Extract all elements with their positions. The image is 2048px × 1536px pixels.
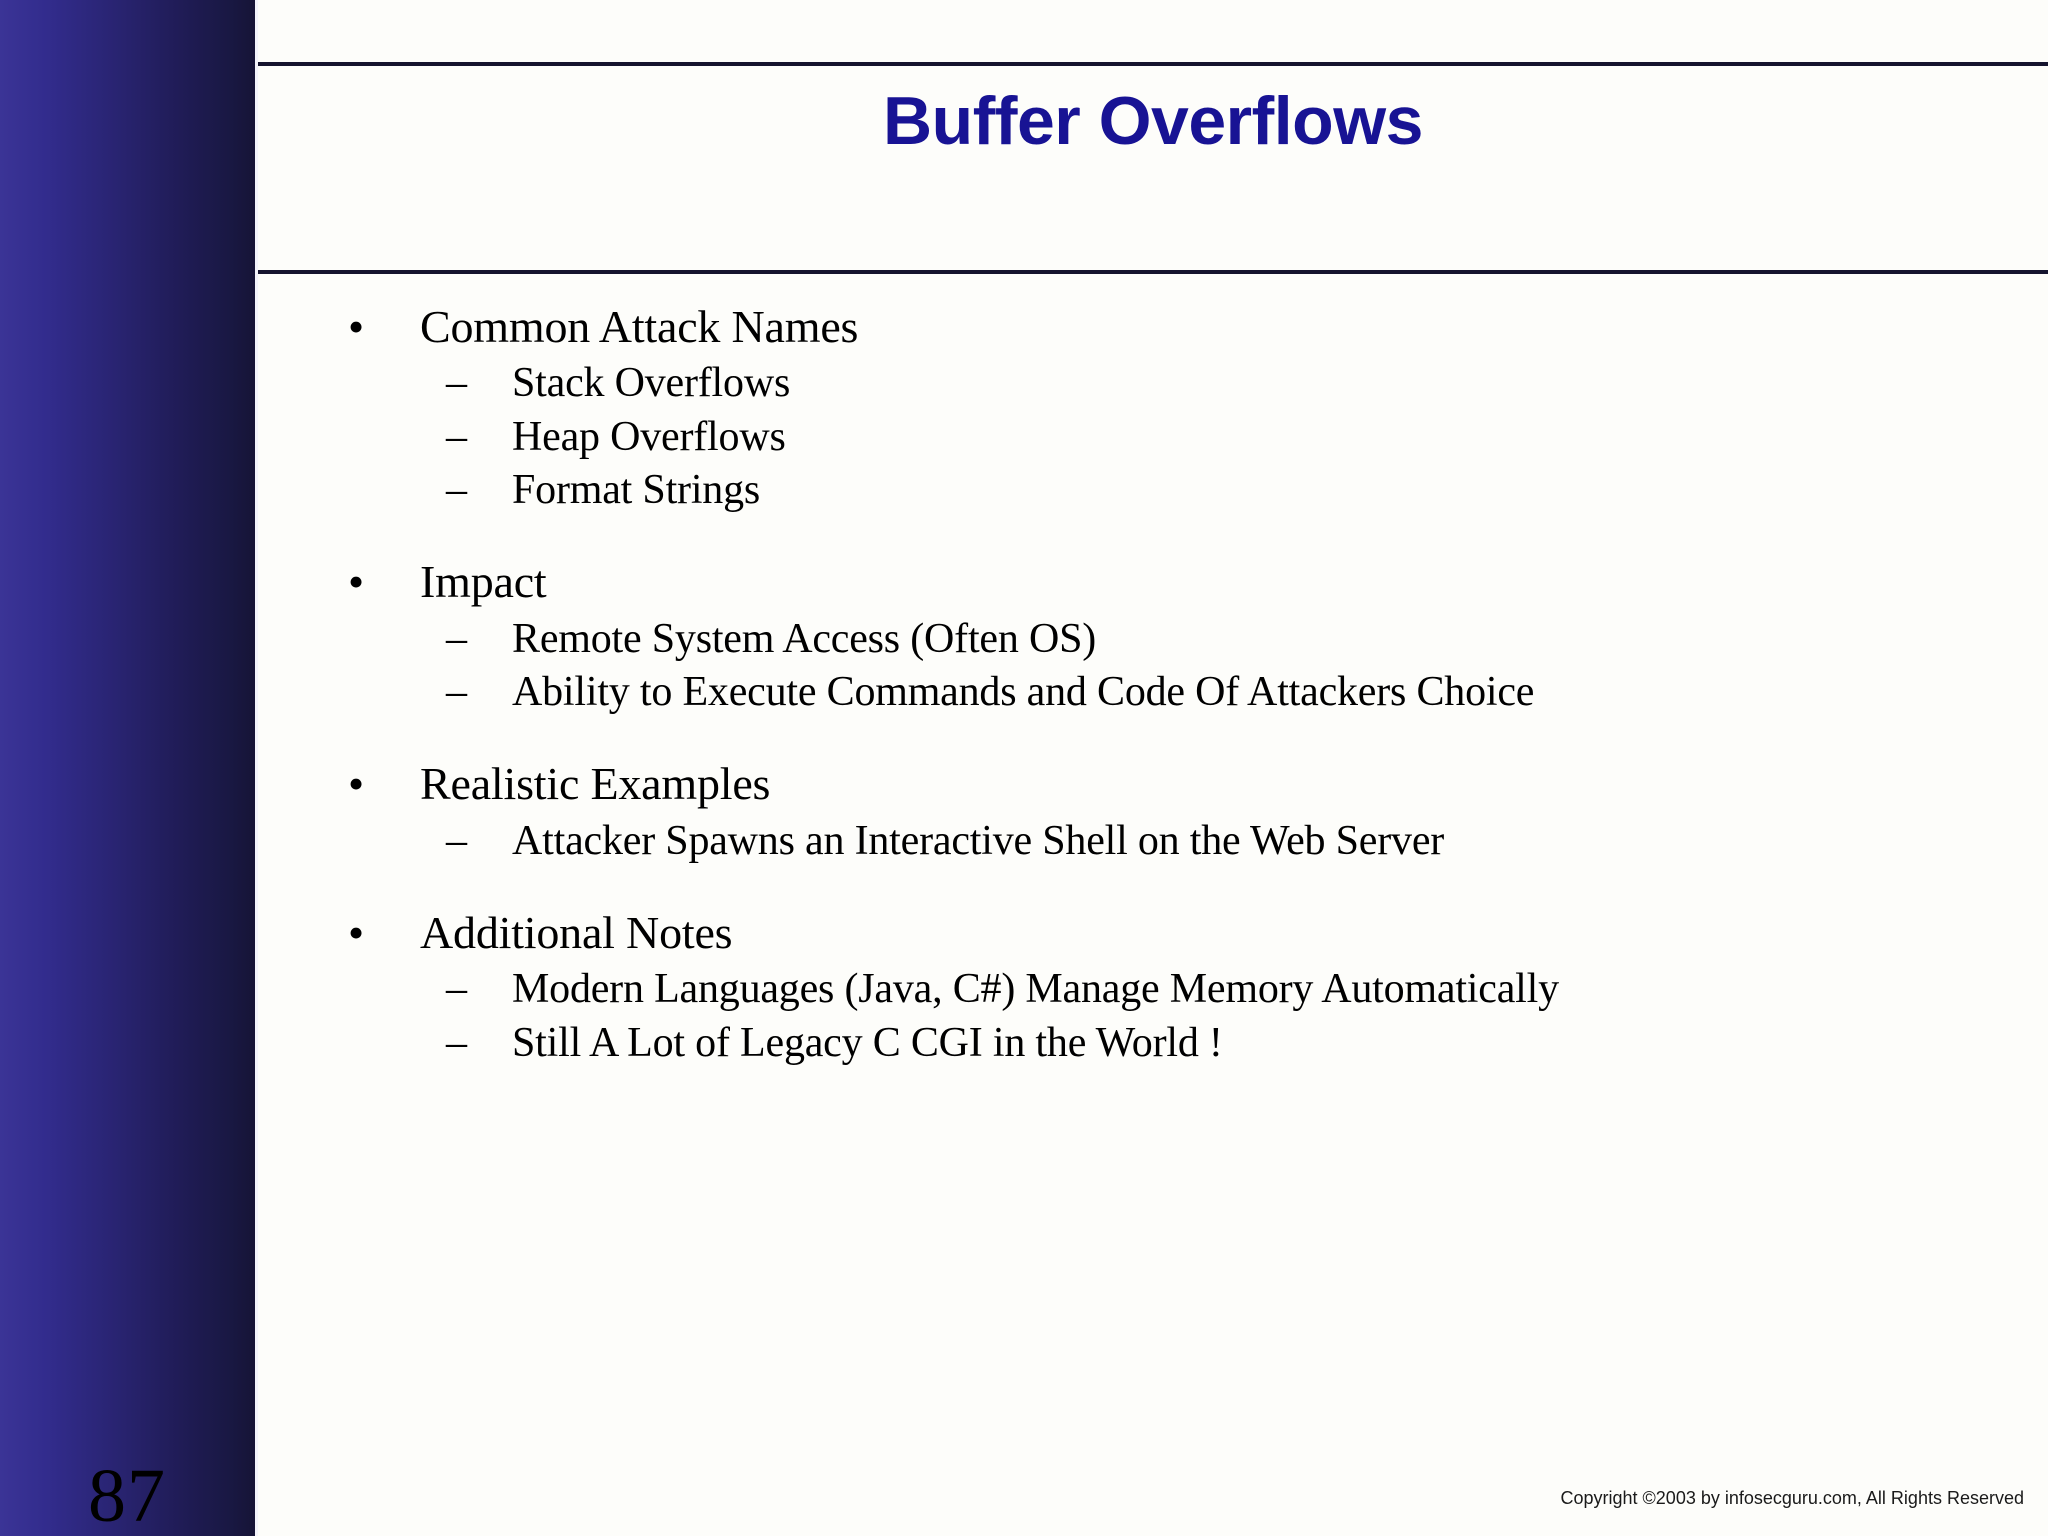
bullet-level2-label: Stack Overflows	[512, 360, 791, 407]
bullet-level1: • Common Attack Names	[258, 300, 2028, 353]
bullet-dot-icon: •	[348, 907, 364, 959]
bullet-level1: • Additional Notes	[258, 906, 2028, 959]
sidebar-gradient-band	[0, 0, 255, 1536]
bullet-level1-label: Impact	[420, 556, 547, 608]
bullet-dash-icon: –	[446, 1019, 467, 1066]
bullet-level2-label: Heap Overflows	[512, 413, 786, 460]
bullet-level2: – Still A Lot of Legacy C CGI in the Wor…	[258, 1017, 2028, 1070]
bullet-level2: – Attacker Spawns an Interactive Shell o…	[258, 815, 2028, 868]
bullet-level1: • Realistic Examples	[258, 757, 2028, 810]
bullet-level2-label: Format Strings	[512, 467, 761, 514]
bullet-level2: – Remote System Access (Often OS)	[258, 613, 2028, 666]
bullet-dash-icon: –	[446, 966, 467, 1013]
bullet-group: • Common Attack Names – Stack Overflows …	[258, 300, 2028, 517]
bullet-dot-icon: •	[348, 758, 364, 810]
bullet-level2-label: Attacker Spawns an Interactive Shell on …	[512, 817, 1445, 864]
bullet-dot-icon: •	[348, 301, 364, 352]
bullet-content: • Common Attack Names – Stack Overflows …	[258, 300, 2028, 1070]
bullet-dot-icon: •	[348, 556, 364, 608]
bullet-level2: – Heap Overflows	[258, 411, 2028, 464]
bullet-dash-icon: –	[446, 817, 467, 864]
bullet-dash-icon: –	[446, 615, 467, 662]
bullet-level2: – Modern Languages (Java, C#) Manage Mem…	[258, 963, 2028, 1016]
bullet-group: • Impact – Remote System Access (Often O…	[258, 555, 2028, 719]
bullet-dash-icon: –	[446, 669, 467, 716]
bullet-level1: • Impact	[258, 555, 2028, 608]
bullet-dash-icon: –	[446, 413, 467, 460]
bullet-group: • Additional Notes – Modern Languages (J…	[258, 906, 2028, 1070]
copyright-footer: Copyright ©2003 by infosecguru.com, All …	[1560, 1488, 2025, 1509]
header-rule-top	[258, 62, 2048, 66]
bullet-level2: – Stack Overflows	[258, 357, 2028, 410]
bullet-level1-label: Additional Notes	[420, 907, 733, 959]
bullet-level2-label: Remote System Access (Often OS)	[512, 615, 1097, 662]
bullet-dash-icon: –	[446, 467, 467, 514]
sidebar-edge-divider	[255, 0, 258, 1536]
page-title: Buffer Overflows	[883, 83, 1423, 159]
bullet-level2: – Ability to Execute Commands and Code O…	[258, 666, 2028, 719]
header-rule-bottom	[258, 270, 2048, 274]
bullet-group: • Realistic Examples – Attacker Spawns a…	[258, 757, 2028, 868]
bullet-dash-icon: –	[446, 360, 467, 407]
page-number: 87	[88, 1454, 166, 1536]
bullet-level2: – Format Strings	[258, 464, 2028, 517]
bullet-level2-label: Ability to Execute Commands and Code Of …	[512, 669, 1535, 716]
bullet-level2-label: Modern Languages (Java, C#) Manage Memor…	[512, 966, 1559, 1013]
bullet-level1-label: Realistic Examples	[420, 758, 771, 810]
bullet-level1-label: Common Attack Names	[420, 301, 859, 352]
bullet-level2-label: Still A Lot of Legacy C CGI in the World…	[512, 1019, 1223, 1066]
